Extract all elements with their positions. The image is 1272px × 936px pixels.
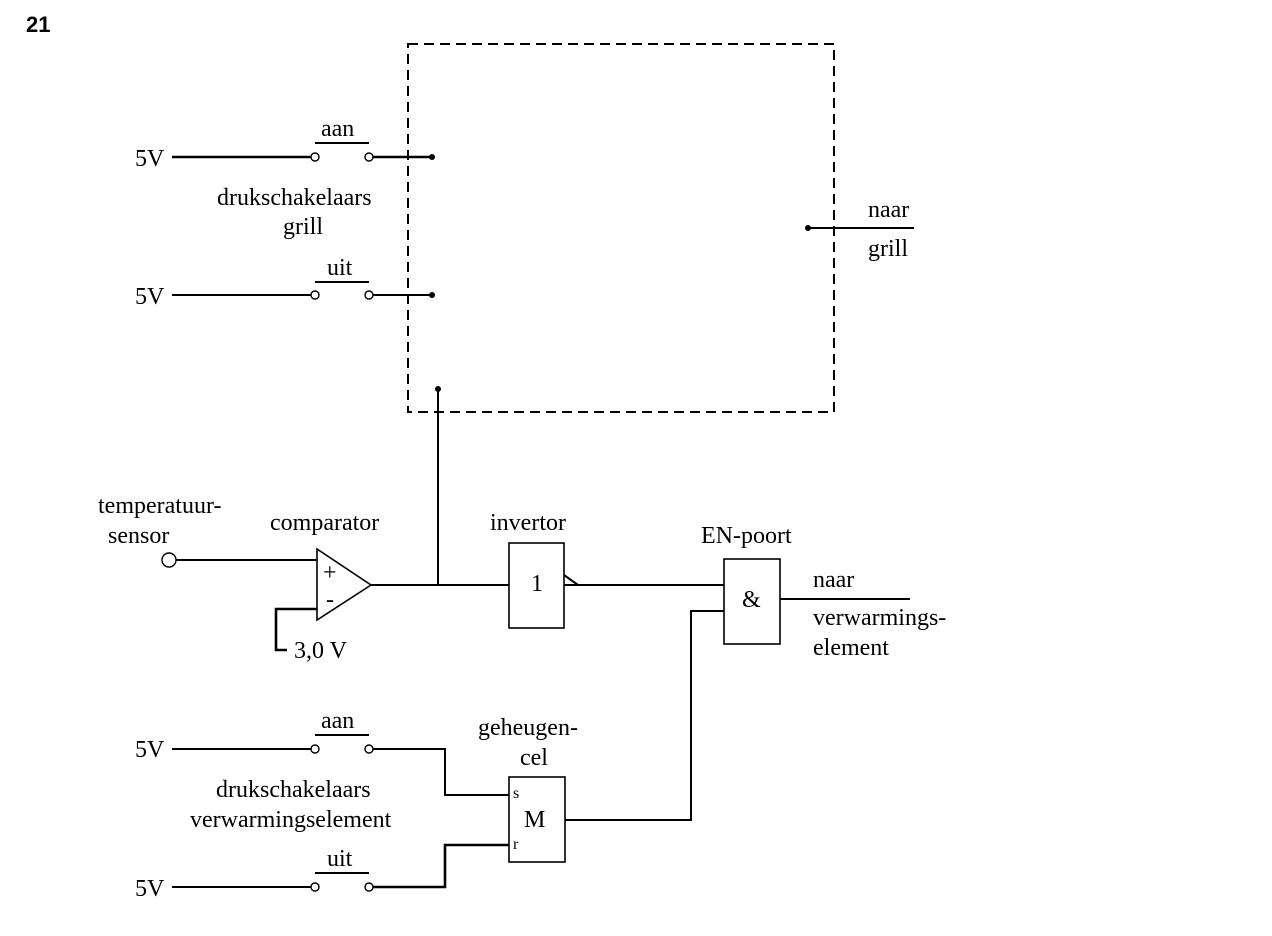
- grill-output-label-line1: naar: [868, 197, 909, 223]
- memory-label-line2: cel: [520, 745, 548, 771]
- grill-output-label-line2: grill: [868, 236, 908, 262]
- comparator-symbol: [316, 547, 373, 622]
- heater-switches-label-line2: verwarmingselement: [190, 807, 392, 833]
- heater-switches-label-line1: drukschakelaars: [216, 777, 371, 803]
- heater-off-switch: 5V uit: [135, 843, 509, 902]
- dashed-design-area: [407, 43, 835, 413]
- memory-set-input: s: [513, 785, 519, 802]
- and-gate-box: [723, 558, 781, 645]
- comparator-plus: +: [323, 560, 337, 586]
- comparator-minus: -: [326, 587, 334, 613]
- memory-symbol: M: [524, 807, 545, 833]
- grill-switches-label-line1: drukschakelaars: [217, 185, 372, 211]
- question-number: 21: [26, 12, 50, 37]
- grill-off-switch: 5V uit: [135, 255, 435, 310]
- and-output-label-line1: naar: [813, 567, 854, 593]
- heater-on-switch: 5V aan: [135, 708, 509, 796]
- invertor-negation-mark: [563, 574, 579, 586]
- heater-on-supply-label: 5V: [135, 737, 165, 763]
- grill-on-switch-label: aan: [321, 116, 354, 142]
- grill-on-switch: 5V aan: [135, 116, 435, 172]
- memory-reset-input: r: [513, 836, 519, 853]
- invertor-label: invertor: [490, 510, 566, 536]
- grill-off-supply-label: 5V: [135, 284, 165, 310]
- grill-on-supply-label: 5V: [135, 146, 165, 172]
- grill-off-switch-label: uit: [327, 255, 353, 281]
- memory-label-line1: geheugen-: [478, 715, 578, 741]
- grill-switches-label-line2: grill: [283, 214, 323, 240]
- heater-off-supply-label: 5V: [135, 876, 165, 902]
- comparator-label: comparator: [270, 510, 379, 536]
- sensor-label-line2: sensor: [108, 523, 169, 549]
- heater-on-switch-label: aan: [321, 708, 354, 734]
- and-gate-label: EN-poort: [701, 523, 792, 549]
- invertor-symbol: 1: [531, 571, 543, 597]
- sensor-label-line1: temperatuur-: [98, 493, 221, 519]
- grill-output: naar grill: [805, 197, 914, 262]
- sensor-terminal: [161, 552, 177, 568]
- and-output-label-line3: element: [813, 635, 889, 661]
- reference-wire: [274, 607, 317, 652]
- heater-off-switch-label: uit: [327, 846, 353, 872]
- and-gate-symbol: &: [742, 587, 761, 613]
- and-output-label-line2: verwarmings-: [813, 605, 946, 631]
- memory-to-and-wire: [565, 610, 724, 821]
- invertor-box: [508, 542, 565, 629]
- comparator-reference: 3,0 V: [294, 638, 348, 664]
